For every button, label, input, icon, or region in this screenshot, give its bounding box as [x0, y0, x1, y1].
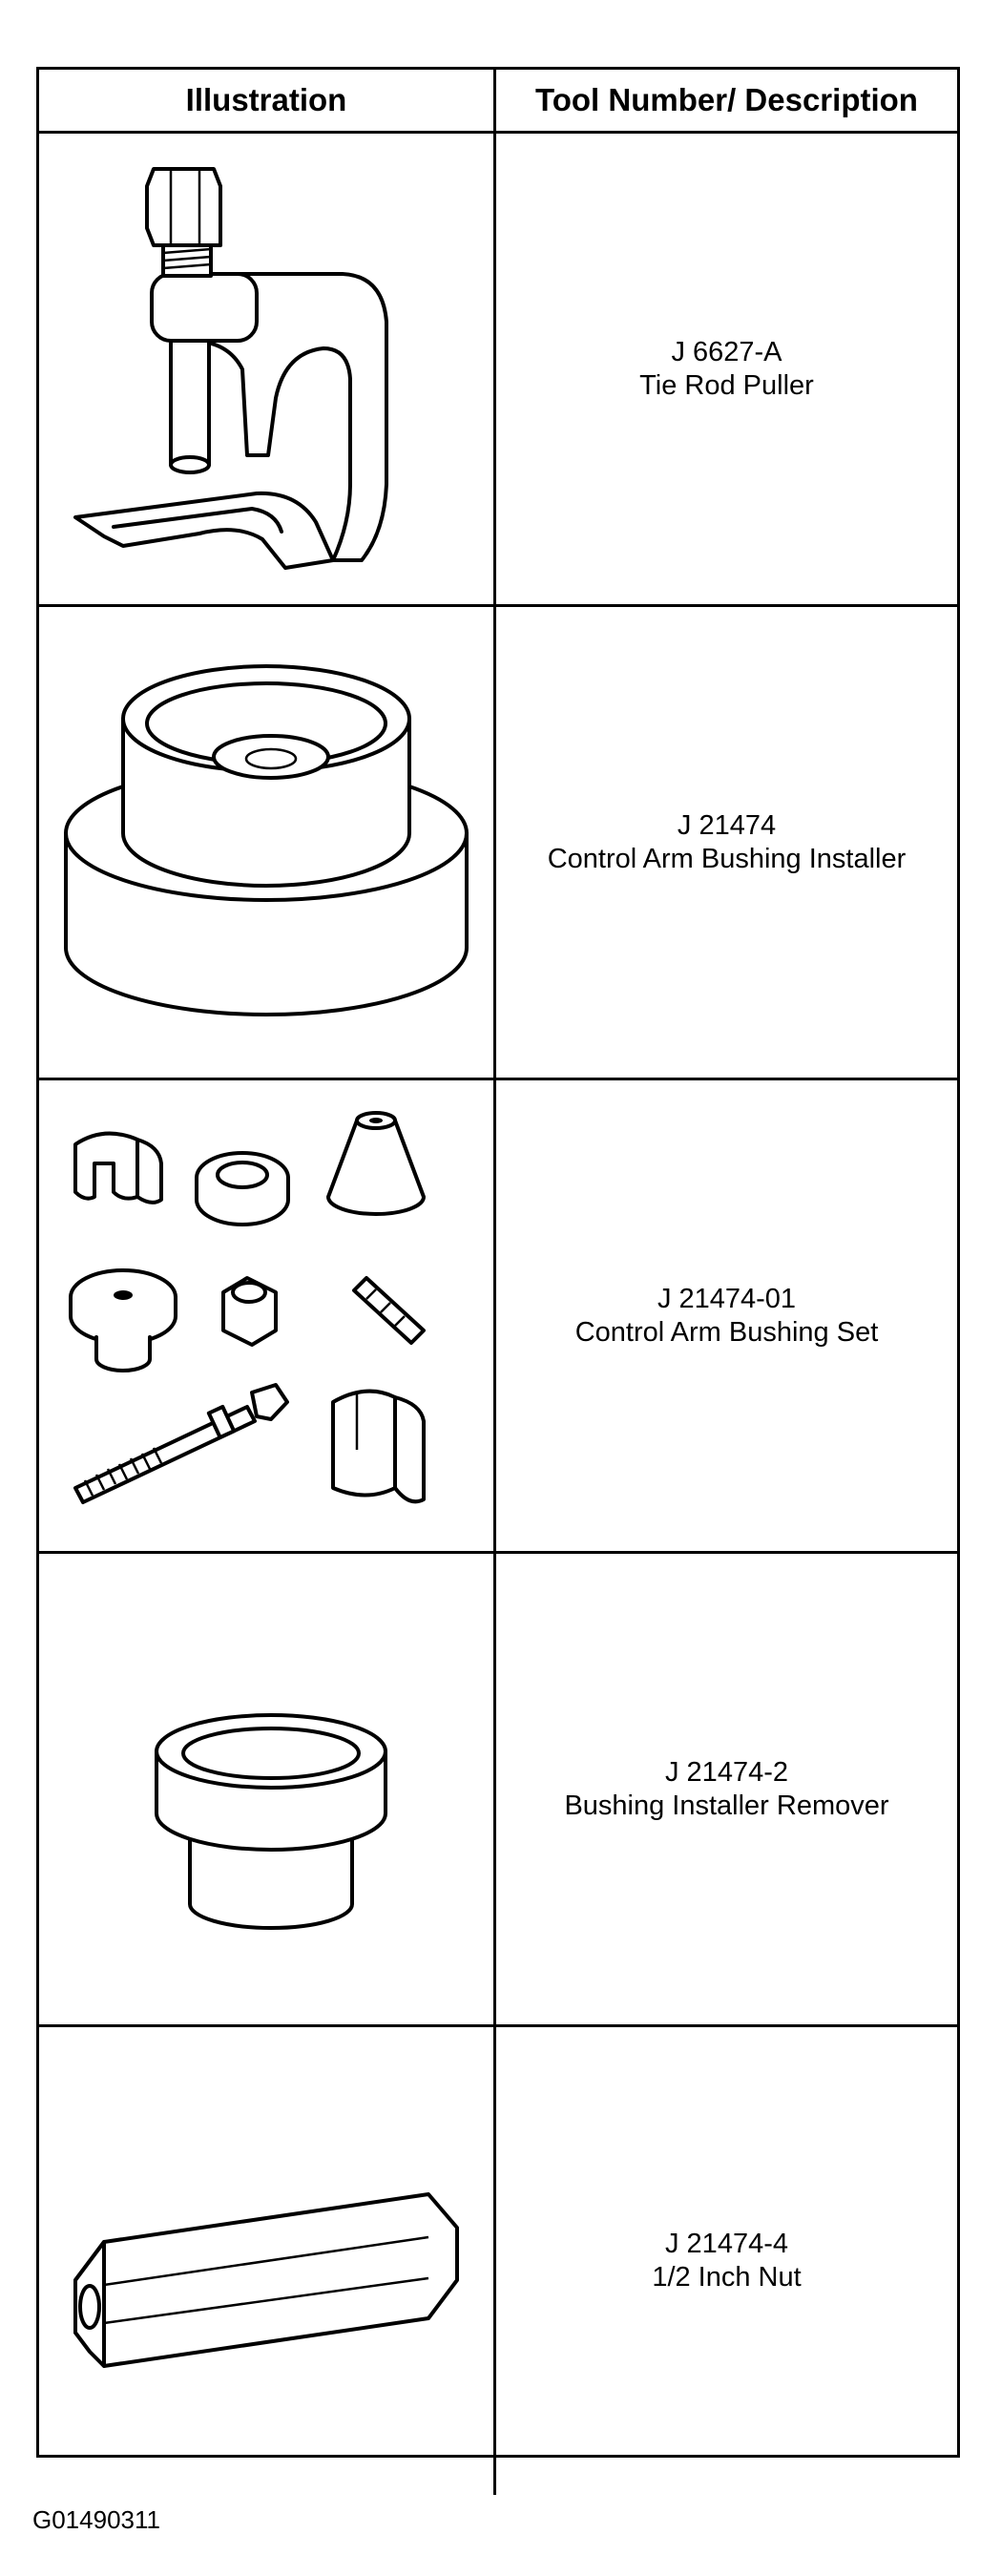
table-header: Illustration Tool Number/ Description: [39, 70, 957, 134]
description-cell: J 21474-01 Control Arm Bushing Set: [496, 1080, 957, 1551]
table-row: J 21474-2 Bushing Installer Remover: [39, 1554, 957, 2027]
table-row: J 6627-A Tie Rod Puller: [39, 134, 957, 607]
description-cell: J 21474-4 1/2 Inch Nut: [496, 2027, 957, 2495]
table-row: J 21474-01 Control Arm Bushing Set: [39, 1080, 957, 1554]
illustration-cell: [39, 134, 496, 604]
tool-description: 1/2 Inch Nut: [652, 2262, 802, 2293]
table-row: J 21474 Control Arm Bushing Installer: [39, 607, 957, 1080]
tool-description: Control Arm Bushing Installer: [547, 843, 907, 874]
tool-number: J 21474-2: [665, 1756, 788, 1788]
bushing-installer-icon: [64, 663, 469, 1016]
tool-number: J 6627-A: [671, 336, 782, 367]
tool-description: Bushing Installer Remover: [564, 1790, 889, 1821]
description-cell: J 21474-2 Bushing Installer Remover: [496, 1554, 957, 2024]
tool-table: Illustration Tool Number/ Description: [36, 67, 960, 2495]
table-row: J 21474-4 1/2 Inch Nut: [39, 2027, 957, 2495]
tie-rod-puller-icon: [73, 166, 388, 570]
illustration-cell: [39, 1554, 496, 2024]
tool-number: J 21474-01: [657, 1283, 797, 1314]
description-cell: J 6627-A Tie Rod Puller: [496, 134, 957, 604]
description-cell: J 21474 Control Arm Bushing Installer: [496, 607, 957, 1078]
header-description: Tool Number/ Description: [535, 82, 918, 117]
illustration-cell: [39, 2027, 496, 2495]
illustration-cell: [39, 607, 496, 1078]
illustration-cell: [39, 1080, 496, 1551]
hex-nut-icon: [73, 2192, 459, 2368]
header-illustration: Illustration: [39, 70, 496, 131]
tool-number: J 21474-4: [665, 2229, 788, 2260]
figure-id: G01490311: [32, 2505, 160, 2534]
tool-description: Tie Rod Puller: [639, 369, 814, 401]
tool-description: Control Arm Bushing Set: [574, 1316, 879, 1348]
tool-number: J 21474: [677, 809, 777, 841]
bushing-set-icon: [69, 1110, 426, 1504]
installer-remover-icon: [155, 1712, 387, 1930]
